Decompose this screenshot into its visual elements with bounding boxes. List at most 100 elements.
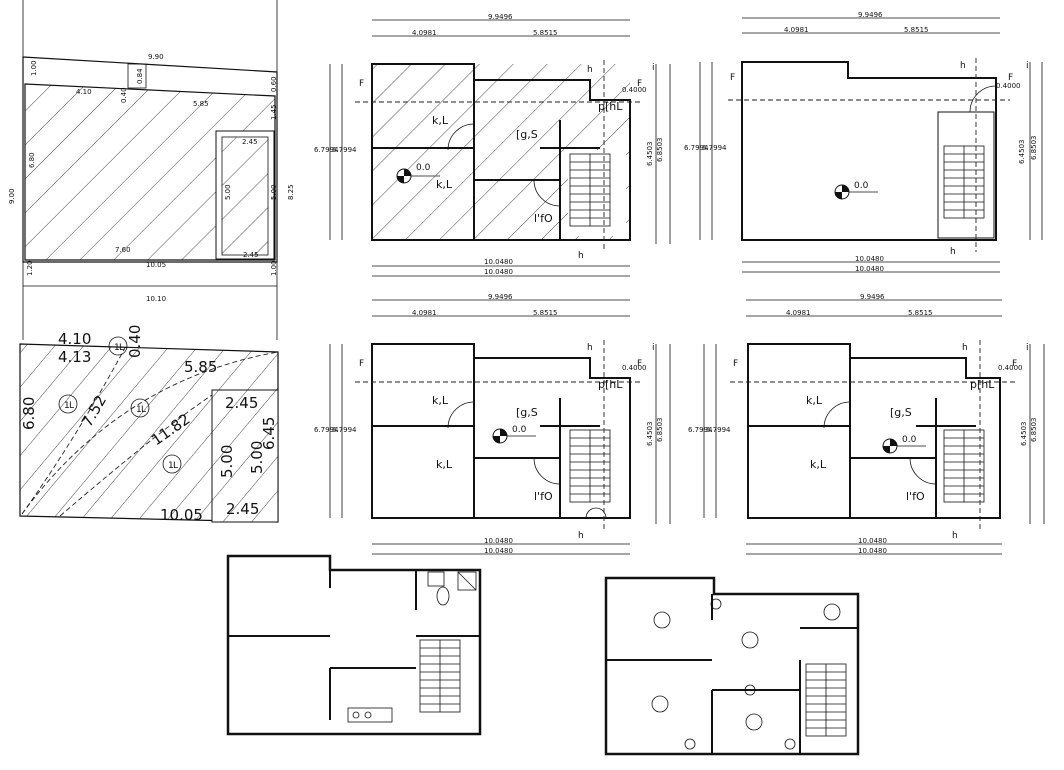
site-dim-inner-bottom: 10.05 (146, 261, 166, 269)
site-dim-right-top: 0.60 (270, 76, 278, 92)
tri-label-box-mid2: 5.00 (248, 441, 266, 474)
section-mark-h-bottom: h (578, 251, 584, 261)
dim-right-width: 5.8515 (533, 29, 558, 37)
room-living: k,L (432, 394, 449, 407)
site-dim-right-mid: 1.45 (270, 104, 278, 120)
dim-total-width: 9.9496 (488, 293, 513, 301)
tri-label-top2: 4.13 (58, 348, 91, 366)
room-bed: k,L (436, 458, 453, 471)
dim-right-width: 5.8515 (908, 309, 933, 317)
dim-left-width: 4.0981 (412, 29, 437, 37)
site-dim-box-left: 5.00 (224, 184, 232, 200)
site-dim-overall-right: 8.25 (287, 184, 295, 200)
svg-text:L: L (141, 405, 146, 415)
wall-light-icon (710, 598, 722, 610)
room-porch: p[hL (970, 378, 995, 391)
room-kitchen: [g,S (890, 406, 912, 419)
toilet-icon (436, 586, 450, 606)
section-mark-i: i (1026, 343, 1029, 353)
section-mark-h-top: h (587, 343, 593, 353)
tri-label-box-top: 2.45 (225, 394, 258, 412)
site-dim-left-top: 1.00 (30, 60, 38, 76)
site-dim-left: 6.80 (28, 152, 36, 168)
tri-label-top1: 4.10 (58, 330, 91, 348)
svg-text:1: 1 (64, 401, 70, 411)
dim-height-right-a: 6.8503 (656, 418, 664, 443)
section-mark-h-top: h (960, 61, 966, 71)
dim-height-right-a: 6.8503 (656, 138, 664, 163)
dim-total-width: 9.9496 (488, 13, 513, 21)
furniture-plan (226, 554, 482, 736)
section-mark-f-left: F (359, 359, 364, 369)
light-fixture-icon (745, 713, 763, 731)
shower-icon (457, 571, 477, 591)
dim-height-b: 6.7994 (332, 426, 357, 434)
site-dim-box-top: 2.45 (242, 138, 258, 146)
tri-label-v1: 0.40 (126, 325, 144, 358)
dim-height-a: 6.7994 (688, 426, 713, 434)
light-fixture-icon (741, 631, 759, 649)
dim-height-b: 6.7994 (702, 144, 727, 152)
level-mark: 0.0 (902, 435, 917, 445)
tri-label-bottom: 10.05 (160, 506, 203, 524)
dim-bottom-width-a: 10.0480 (484, 258, 513, 266)
wall-light-icon (744, 684, 756, 696)
site-dim-notch: 0.84 (136, 68, 144, 84)
room-kitchen: [g,S (516, 128, 538, 141)
site-dim-inner-bottom-left: 7.60 (115, 246, 131, 254)
dim-stair-offset: 0.4000 (996, 82, 1021, 90)
site-dim-bottom-right: 1.00 (270, 260, 278, 276)
dim-height-a: 6.7994 (314, 146, 339, 154)
dim-height-a: 6.7994 (314, 426, 339, 434)
dim-height-right-b: 6.4503 (646, 142, 654, 167)
tri-label-box-mid: 5.00 (218, 445, 236, 478)
dim-right-width: 5.8515 (904, 26, 929, 34)
section-mark-h-top: h (962, 343, 968, 353)
section-mark-i: i (652, 63, 655, 73)
tri-label-left: 6.80 (20, 397, 38, 430)
svg-text:1: 1 (114, 343, 120, 353)
sink-icon (427, 571, 445, 587)
site-dim-box-right: 5.00 (270, 184, 278, 200)
section-mark-h-bottom: h (950, 247, 956, 257)
dim-bottom-width-b: 10.0480 (484, 268, 513, 276)
site-dim-overall-left: 9.00 (8, 188, 16, 204)
dim-total-width: 9.9496 (860, 293, 885, 301)
dim-left-width: 4.0981 (786, 309, 811, 317)
site-dim-top: 9.90 (148, 53, 164, 61)
room-bath: l'fO (906, 490, 925, 503)
svg-text:L: L (173, 461, 178, 471)
section-mark-f-right: F (637, 79, 642, 89)
site-dim-inner-top-right: 5.85 (193, 100, 209, 108)
dim-bottom-width-a: 10.0480 (855, 255, 884, 263)
section-mark-i: i (1026, 61, 1029, 71)
room-bed: k,L (810, 458, 827, 471)
section-mark-f-left: F (730, 73, 735, 83)
section-mark-h-top: h (587, 65, 593, 75)
wall-light-icon (684, 738, 696, 750)
room-living: k,L (432, 114, 449, 127)
section-mark-f-right: F (1012, 359, 1017, 369)
room-porch: p[hL (598, 100, 623, 113)
tri-label-diag-top: 5.85 (184, 358, 217, 376)
section-mark-f-left: F (733, 359, 738, 369)
dim-total-width: 9.9496 (858, 11, 883, 19)
room-bed: k,L (436, 178, 453, 191)
light-fixture-icon (823, 603, 841, 621)
dim-bottom-width-a: 10.0480 (484, 537, 513, 545)
dim-height-right-b: 6.4503 (1018, 140, 1026, 165)
dim-left-width: 4.0981 (412, 309, 437, 317)
dim-height-b: 6.7994 (706, 426, 731, 434)
section-mark-h-bottom: h (952, 531, 958, 541)
triangulation-plan: 4.10 4.13 0.40 5.85 6.80 7.52 11.82 2.45… (19, 325, 279, 524)
site-dim-overall-bottom: 10.10 (146, 295, 166, 303)
dim-height-right-a: 6.8503 (1030, 136, 1038, 161)
dim-stair-offset: 0.4000 (622, 86, 647, 94)
dim-height-right-a: 6.8503 (1030, 418, 1038, 443)
tri-label-box-bottom: 2.45 (226, 500, 259, 518)
